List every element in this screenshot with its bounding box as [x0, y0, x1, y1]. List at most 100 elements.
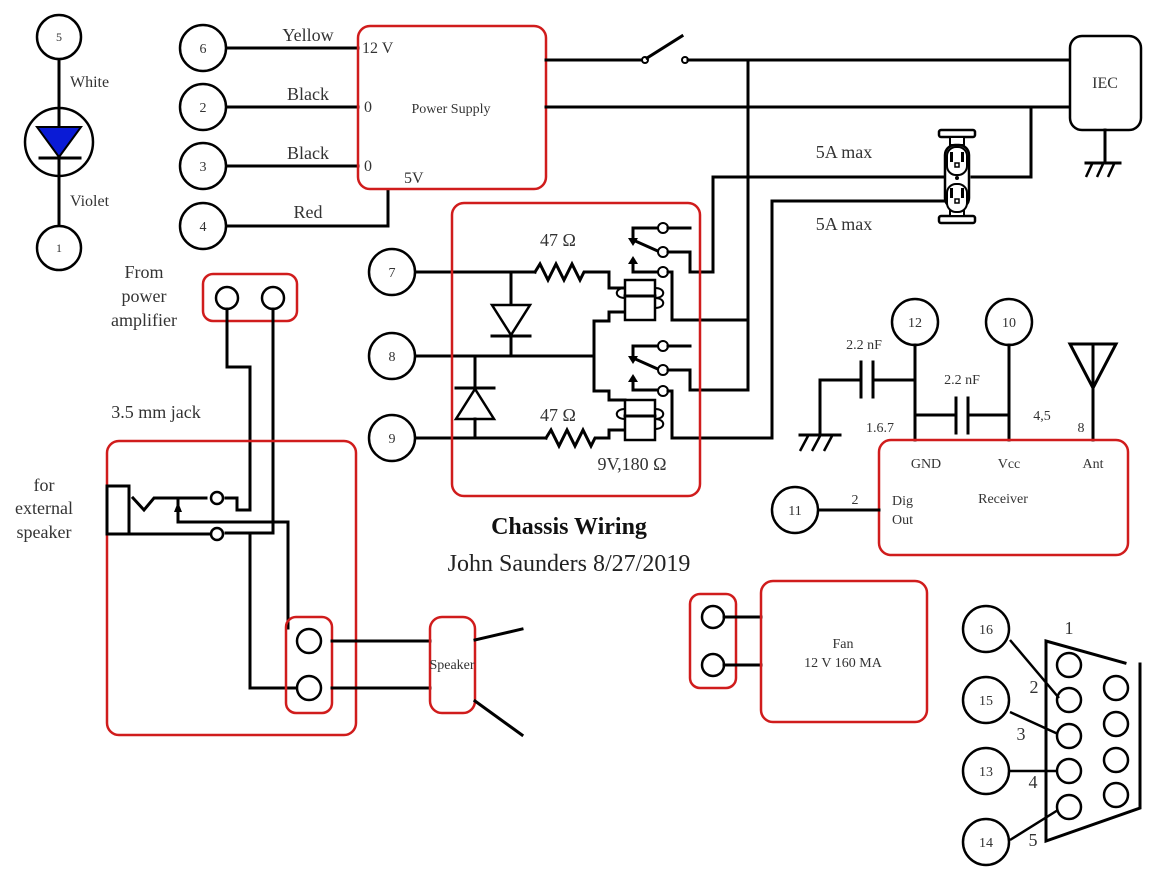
- capacitor-2-value: 2.2 nF: [944, 373, 980, 388]
- dsub-pin-4: [1055, 757, 1083, 785]
- node-16: [961, 604, 1011, 654]
- mains-section: 5A max 5A max IEC: [544, 33, 1143, 440]
- resistor-1-value: 47 Ω: [540, 230, 576, 250]
- relay-2-icon: [615, 340, 750, 442]
- node-9: [367, 413, 417, 463]
- amp-input-terminal-1[interactable]: [214, 285, 240, 311]
- dsub-label-4: 4: [1029, 772, 1038, 792]
- led-indicator: 5 White Violet 1: [23, 13, 110, 272]
- relay-board-box: [450, 201, 702, 498]
- fan-section: Fan 12 V 160 MA: [688, 579, 929, 724]
- speaker-cone-bottom: [472, 698, 525, 738]
- node-5: [35, 13, 83, 61]
- node-1: [35, 224, 83, 272]
- wire-label-red: Red: [294, 202, 323, 222]
- power-switch-icon[interactable]: [644, 33, 685, 61]
- node-12-label: 12: [908, 316, 922, 331]
- wire-label-black-1: Black: [287, 84, 329, 104]
- receiver-dig-label: Dig: [892, 494, 913, 509]
- node-13: [961, 746, 1011, 796]
- jack-label: 3.5 mm jack: [111, 402, 200, 422]
- outlet-bottom-feed: [690, 199, 952, 440]
- iec-label: IEC: [1092, 75, 1118, 92]
- node-11-label: 11: [788, 504, 801, 519]
- wire-label-violet: Violet: [70, 193, 110, 210]
- receiver-box: [877, 438, 1130, 557]
- dsub-label-5: 5: [1029, 830, 1038, 850]
- wire-label-yellow: Yellow: [282, 25, 333, 45]
- dsub-pin-3: [1055, 722, 1083, 750]
- speaker-terminal-1[interactable]: [295, 627, 323, 655]
- speaker-box: [428, 615, 477, 715]
- ext-label-line3: speaker: [17, 522, 72, 542]
- fan-terminal-1[interactable]: [700, 604, 726, 630]
- relay-board: 7 8 9 47 Ω 47 Ω: [367, 201, 750, 498]
- pin-5v: 5V: [404, 170, 424, 187]
- resistor-2-value: 47 Ω: [540, 405, 576, 425]
- resistor-2-icon: [543, 426, 627, 450]
- node-6-label: 6: [200, 42, 207, 57]
- speaker-label: Speaker: [429, 658, 474, 673]
- ground-icon: [798, 433, 842, 452]
- receiver-section: 12 10 2.2 nF 2.2 nF 1.6.7: [770, 297, 1130, 557]
- dsub-pin-8: [1102, 746, 1130, 774]
- dsub-label-2: 2: [1030, 677, 1039, 697]
- fan-rating: 12 V 160 MA: [804, 656, 883, 671]
- receiver-out-label: Out: [892, 513, 913, 528]
- power-supply-label: Power Supply: [412, 102, 491, 117]
- pin-vcc: 4,5: [1033, 409, 1051, 424]
- amp-input-connector: [201, 272, 299, 323]
- dsub-section: 16 15 13 14 1 2 3 4 5: [961, 604, 1142, 867]
- coil-rating: 9V,180 Ω: [597, 454, 666, 474]
- resistor-1-icon: [532, 260, 627, 290]
- led-diode-icon: [35, 126, 83, 159]
- amp-wire-2: [224, 307, 275, 535]
- capacitor-2-icon: [913, 396, 1011, 435]
- node-8-label: 8: [389, 350, 396, 365]
- relay-1-icon: [615, 222, 750, 322]
- wire-14-to-5: [1009, 808, 1059, 842]
- capacitor-1-icon: [818, 360, 917, 437]
- node-15-label: 15: [979, 694, 993, 709]
- receiver-label: Receiver: [978, 492, 1028, 507]
- node-14: [961, 817, 1011, 867]
- wire-16-to-2: [1009, 639, 1060, 699]
- receiver-gnd-label: GND: [911, 457, 941, 472]
- speaker-terminal-2[interactable]: [295, 674, 323, 702]
- node-11: [770, 485, 820, 535]
- amp-input-terminal-2[interactable]: [260, 285, 286, 311]
- pin-dig: 2: [852, 493, 859, 508]
- dsub-pin-6: [1102, 674, 1130, 702]
- jack-ground-wire: [248, 532, 298, 690]
- outlet-limit-top: 5A max: [816, 142, 873, 162]
- fan-label: Fan: [833, 637, 854, 652]
- node-14-label: 14: [979, 836, 993, 851]
- pin-12v: 12 V: [362, 40, 394, 57]
- receiver-ant-label: Ant: [1083, 457, 1104, 472]
- flyback-diode-2-icon: [453, 354, 497, 440]
- node-3: [178, 141, 228, 191]
- audio-jack-icon: [105, 484, 290, 630]
- fan-terminal-2[interactable]: [700, 652, 726, 678]
- node-9-label: 9: [389, 432, 396, 447]
- node-8: [367, 331, 417, 381]
- node-16-label: 16: [979, 623, 993, 638]
- wire-label-white: White: [70, 74, 109, 91]
- node-2: [178, 82, 228, 132]
- wire-15-to-3: [1009, 710, 1059, 736]
- capacitor-1-value: 2.2 nF: [846, 338, 882, 353]
- amp-wire-1: [224, 307, 252, 512]
- fan-connector: [688, 592, 738, 690]
- speaker-terminal-block: [284, 615, 334, 715]
- flyback-diode-1-icon: [489, 270, 533, 358]
- duplex-outlet-icon: [937, 128, 977, 225]
- dsub-shell: [1044, 639, 1142, 844]
- earth-ground-icon: [1084, 161, 1122, 178]
- amp-label-line3: amplifier: [111, 310, 177, 330]
- node-4-label: 4: [200, 220, 207, 235]
- amp-label-line1: From: [124, 262, 163, 282]
- ext-label-line2: external: [15, 498, 73, 518]
- node-6: [178, 23, 228, 73]
- dsub-pin-1: [1055, 651, 1083, 679]
